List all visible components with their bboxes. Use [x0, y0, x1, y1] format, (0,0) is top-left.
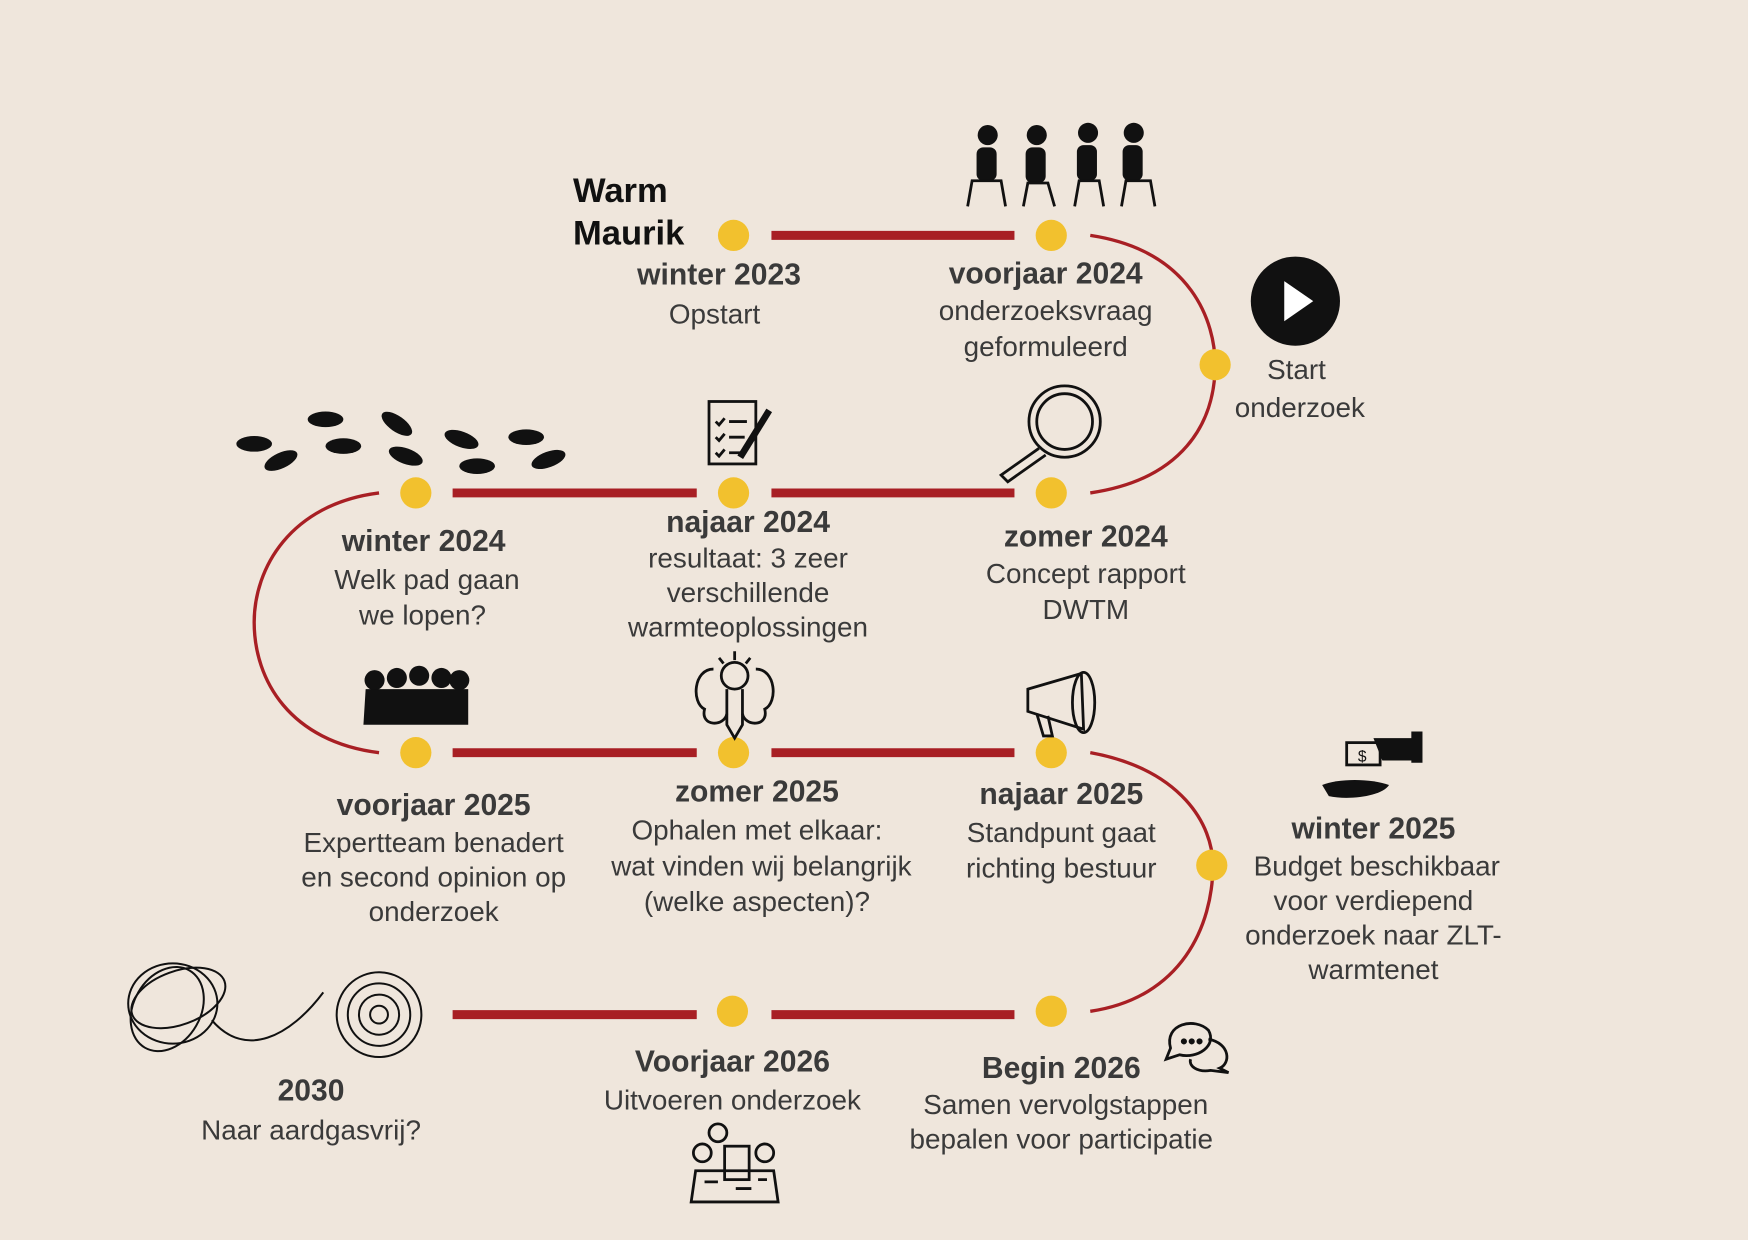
- milestone-text: Naar aardgasvrij?: [201, 1114, 421, 1145]
- money-hand-icon: $: [1322, 731, 1423, 798]
- milestone-text: onderzoek: [369, 896, 499, 927]
- milestone-dot: [717, 477, 750, 509]
- milestone-period: najaar 2025: [979, 778, 1143, 811]
- milestone-text: (welke aspecten)?: [644, 886, 870, 917]
- milestone-text: Concept rapport: [986, 558, 1186, 589]
- milestone-period: voorjaar 2025: [337, 789, 531, 822]
- milestone-text: warmteoplossingen: [627, 612, 868, 643]
- milestone-2030: 2030 Naar aardgasvrij?: [201, 1074, 421, 1145]
- milestone-text: we lopen?: [358, 599, 486, 630]
- title-line: Warm: [573, 172, 668, 210]
- footprints-icon: [236, 411, 566, 474]
- milestone-dot: [1035, 477, 1067, 509]
- milestone-voorjaar-2026: Voorjaar 2026 Uitvoeren onderzoek: [604, 1045, 861, 1115]
- play-icon: [1250, 256, 1340, 346]
- milestone-text: richting bestuur: [966, 853, 1156, 884]
- milestone-dot: [400, 737, 432, 769]
- path-curve: [252, 491, 380, 755]
- milestone-dot: [717, 737, 750, 769]
- milestone-text: verschillende: [667, 577, 830, 608]
- milestone-text: onderzoeksvraag: [939, 295, 1153, 326]
- milestone-text: Budget beschikbaar: [1254, 850, 1500, 881]
- milestone-text: Start: [1267, 354, 1326, 385]
- milestone-period: zomer 2024: [1004, 520, 1168, 553]
- milestone-dot: [716, 995, 749, 1027]
- milestone-najaar-2025: najaar 2025 Standpunt gaat richting best…: [966, 778, 1156, 884]
- milestone-text: voor verdiepend: [1274, 885, 1474, 916]
- brain-lightbulb-icon: [694, 651, 775, 741]
- milestone-dot: [717, 219, 750, 252]
- milestone-begin-2026: Begin 2026 Samen vervolgstappen bepalen …: [910, 1052, 1214, 1154]
- checklist-icon: [707, 400, 773, 466]
- milestone-period: Begin 2026: [982, 1052, 1141, 1085]
- milestone-text: Ophalen met elkaar:: [632, 815, 883, 846]
- seated-people-icon: [966, 122, 1157, 207]
- milestone-text: wat vinden wij belangrijk: [610, 850, 911, 881]
- milestone-dot: [1035, 219, 1067, 252]
- milestone-zomer-2024: zomer 2024 Concept rapport DWTM: [986, 520, 1186, 624]
- milestone-text: geformuleerd: [964, 331, 1128, 362]
- milestone-period: winter 2024: [341, 525, 506, 558]
- milestone-text: en second opinion op: [301, 861, 566, 892]
- title-line: Maurik: [573, 214, 685, 252]
- dollar-sign: $: [1358, 749, 1367, 766]
- milestone-text: onderzoek: [1235, 392, 1365, 423]
- milestone-text: Standpunt gaat: [967, 817, 1156, 848]
- milestone-text: DWTM: [1042, 594, 1129, 625]
- milestone-dot: [400, 477, 432, 509]
- milestone-dot: [1196, 849, 1228, 881]
- milestone-period: winter 2025: [1291, 813, 1456, 846]
- megaphone-icon: [1026, 671, 1097, 738]
- milestone-najaar-2024: najaar 2024 resultaat: 3 zeer verschille…: [627, 506, 868, 643]
- milestone-period: winter 2023: [636, 258, 801, 291]
- magnifier-icon: [998, 384, 1102, 484]
- milestone-winter-2024: winter 2024 Welk pad gaan we lopen?: [334, 525, 519, 631]
- tangled-thread-icon: [127, 962, 423, 1059]
- milestone-text: onderzoek naar ZLT-: [1245, 919, 1502, 950]
- milestone-period: Voorjaar 2026: [635, 1045, 830, 1078]
- milestone-start-onderzoek: Start onderzoek: [1235, 354, 1365, 423]
- milestone-dot: [1199, 349, 1231, 381]
- milestone-zomer-2025: zomer 2025 Ophalen met elkaar: wat vinde…: [610, 776, 911, 917]
- milestone-text: Uitvoeren onderzoek: [604, 1084, 861, 1115]
- milestone-winter-2023: winter 2023 Opstart: [636, 258, 801, 329]
- milestone-period: 2030: [278, 1074, 345, 1107]
- milestone-text: Opstart: [669, 298, 761, 329]
- milestone-text: Welk pad gaan: [334, 564, 519, 595]
- milestone-voorjaar-2024: voorjaar 2024 onderzoeksvraag geformulee…: [939, 257, 1153, 361]
- milestone-dot: [1035, 995, 1067, 1027]
- meeting-table-icon: [689, 1122, 780, 1204]
- milestone-dots: [400, 219, 1231, 1027]
- milestone-voorjaar-2025: voorjaar 2025 Expertteam benadert en sec…: [301, 789, 566, 927]
- milestone-dot: [1035, 737, 1067, 769]
- milestone-period: zomer 2025: [675, 776, 839, 809]
- milestone-period: najaar 2024: [666, 506, 830, 539]
- milestone-text: Expertteam benadert: [304, 827, 564, 858]
- timeline-path: [252, 230, 1217, 1020]
- milestone-winter-2025: winter 2025 Budget beschikbaar voor verd…: [1245, 813, 1502, 985]
- chat-bubbles-icon: [1163, 1022, 1230, 1074]
- milestone-period: voorjaar 2024: [949, 257, 1143, 290]
- milestone-text: warmtenet: [1307, 954, 1438, 985]
- milestone-text: resultaat: 3 zeer: [648, 543, 848, 574]
- milestone-text: bepalen voor participatie: [910, 1123, 1214, 1154]
- milestone-text: Samen vervolgstappen: [923, 1089, 1208, 1120]
- group-icon: [363, 665, 470, 725]
